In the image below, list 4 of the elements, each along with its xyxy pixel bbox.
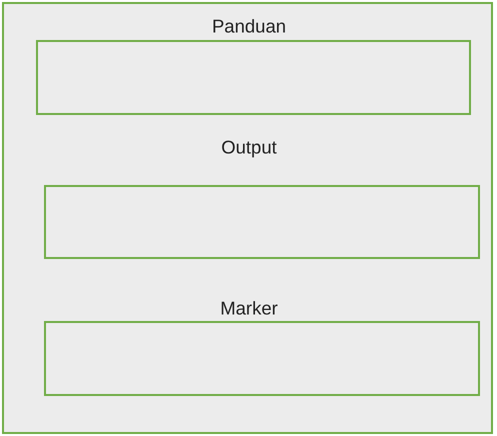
section-heading: Panduan	[212, 15, 286, 37]
section-heading: Output	[221, 136, 277, 158]
container-panel	[2, 2, 493, 434]
section-heading: Marker	[220, 297, 278, 319]
